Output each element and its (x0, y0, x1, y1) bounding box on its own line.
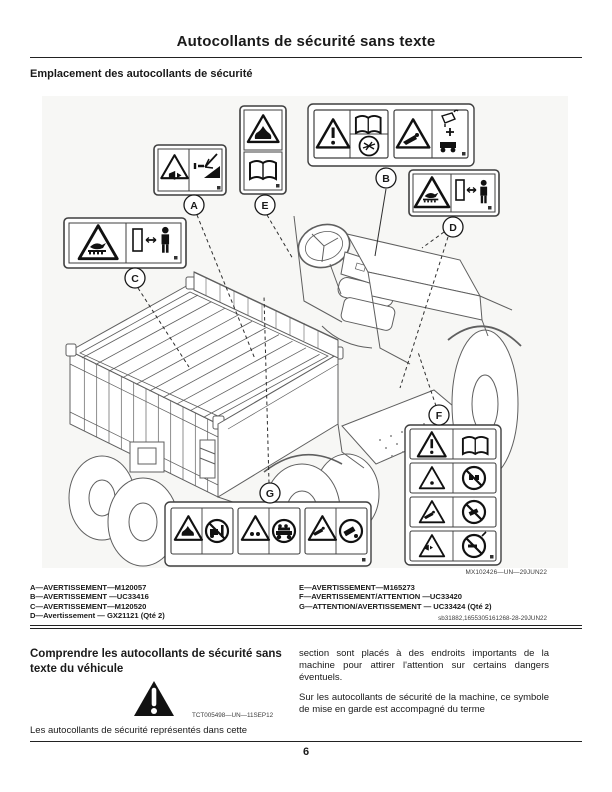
figure-code: MX102426—UN—29JUN22 (465, 569, 547, 576)
decal-a-crush-hazard (153, 144, 227, 196)
svg-text:B: B (382, 173, 390, 185)
decal-b-warning-panel (307, 103, 475, 167)
decal-d-hot-surface-keep-away (408, 169, 500, 217)
legend-item-b: B—AVERTISSEMENT —UC33416 (30, 592, 149, 602)
page-number: 6 (302, 746, 310, 758)
safety-alert-symbol-figure (133, 680, 175, 723)
callout-e: E (254, 194, 276, 216)
svg-text:E: E (261, 200, 268, 212)
alert-figure-code: TCT005498—UN—11SEP12 (192, 712, 274, 719)
svg-text:G: G (266, 488, 274, 500)
decal-g-caution-strip (164, 501, 372, 567)
figure-svg: A E B D C F G (42, 96, 568, 568)
paragraph-continuation-2: Sur les autocollants de sécurité de la m… (299, 691, 549, 715)
svg-text:D: D (449, 222, 457, 234)
safety-alert-triangle-icon (134, 681, 174, 716)
svg-text:C: C (131, 273, 139, 285)
right-column: section sont placés à des endroits impor… (299, 648, 549, 716)
callout-leader-lines (137, 188, 449, 484)
callout-c: C (124, 267, 146, 289)
title-rule (30, 57, 582, 58)
callout-g: G (259, 482, 281, 504)
page-title: Autocollants de sécurité sans texte (176, 33, 436, 50)
footer-rule (30, 741, 582, 742)
section-heading: Emplacement des autocollants de sécurité (30, 68, 253, 80)
legend-item-g: G—ATTENTION/AVERTISSEMENT — UC33424 (Qté… (299, 601, 492, 611)
decal-e-burn-hazard-read-manual (239, 105, 287, 195)
callout-a: A (183, 194, 205, 216)
svg-text:A: A (190, 200, 198, 212)
decal-location-figure: A E B D C F G (42, 96, 568, 568)
legend-item-c: C—AVERTISSEMENT—M120520 (30, 601, 147, 611)
decal-f-warning-caution-column (404, 424, 502, 566)
legend-item-d: D—Avertissement — GX21121 (Qté 2) (30, 611, 165, 621)
svg-text:F: F (436, 410, 443, 422)
paragraph-continuation-1: section sont placés à des endroits impor… (299, 648, 549, 684)
section-divider-rule (30, 625, 582, 629)
decal-c-hot-surface-keep-away (63, 217, 187, 269)
legend-item-a: A—AVERTISSEMENT—M120057 (30, 583, 147, 592)
subsection-heading: Comprendre les autocollants de sécurité … (30, 648, 282, 675)
figure-legend-left: A—AVERTISSEMENT—M120057 B—AVERTISSEMENT … (30, 583, 165, 621)
callout-d: D (442, 216, 464, 238)
callout-b: B (375, 167, 397, 189)
legend-item-e: E—AVERTISSEMENT—M165273 (299, 583, 415, 592)
paragraph-intro: Les autocollants de sécurité représentés… (30, 725, 248, 736)
figure-legend-right: E—AVERTISSEMENT—M165273 F—AVERTISSEMENT/… (299, 583, 492, 611)
legend-item-f: F—AVERTISSEMENT/ATTENTION —UC33420 (299, 592, 463, 602)
callout-f: F (428, 404, 450, 426)
callouts: A E B D C F G (124, 167, 464, 504)
document-code: sb31882,1655305161268-28-29JUN22 (438, 615, 547, 622)
